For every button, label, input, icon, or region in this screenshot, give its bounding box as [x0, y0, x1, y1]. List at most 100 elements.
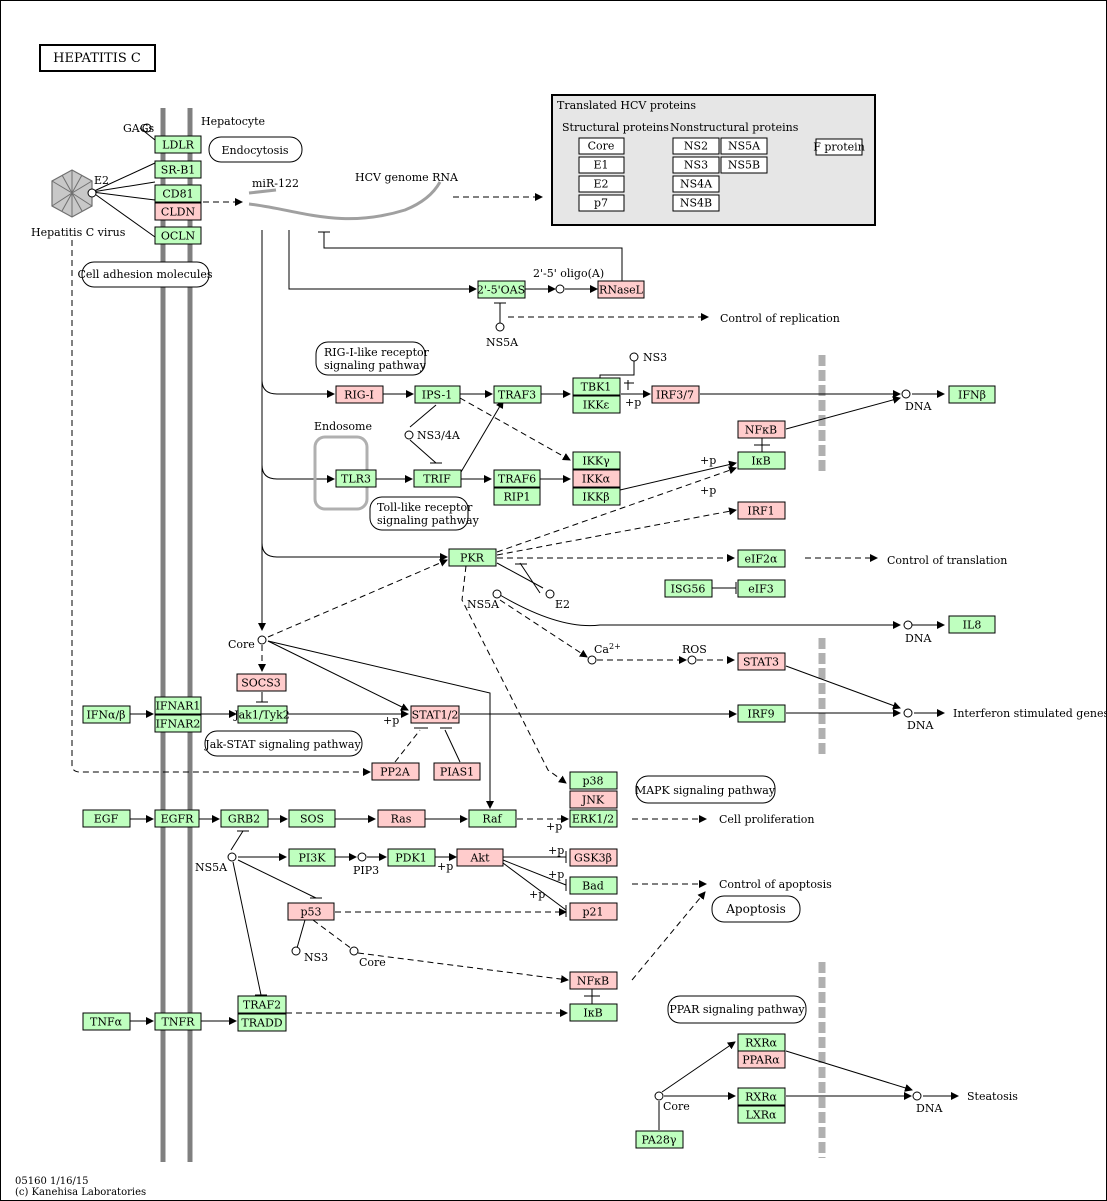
pathway-map-cell-adhesion[interactable]: Cell adhesion molecules [77, 261, 213, 288]
gene-trif[interactable]: TRIF [413, 469, 462, 488]
gene-pa28g[interactable]: PA28γ [635, 1130, 684, 1149]
gene-ifnar2[interactable]: IFNAR2 [154, 714, 202, 733]
gene-ips-1[interactable]: IPS-1 [414, 385, 461, 404]
label-mir-122: miR-122 [252, 177, 299, 190]
gene-ppara[interactable]: PPARα [737, 1050, 786, 1069]
pathway-map-apoptosis[interactable]: Apoptosis [711, 895, 801, 923]
gene-tlr3[interactable]: TLR3 [335, 469, 377, 488]
svg-text:E2: E2 [593, 178, 608, 191]
gene-eif3[interactable]: eIF3 [737, 579, 786, 598]
gene-cldn[interactable]: CLDN [154, 202, 202, 221]
gene-jnk[interactable]: JNK [569, 790, 618, 809]
gene-gsk3b[interactable]: GSK3β [569, 848, 618, 867]
gene-ifnar1[interactable]: IFNAR1 [154, 696, 202, 715]
gene-egfr[interactable]: EGFR [154, 809, 200, 828]
pathway-map-jak-stat[interactable]: Jak-STAT signaling pathway [204, 730, 363, 757]
pathway-map-toll-like[interactable]: Toll-like receptor signaling pathway [369, 496, 480, 531]
label-dna-il8: DNA [905, 632, 932, 645]
gene-ocln[interactable]: OCLN [154, 226, 202, 245]
gene-akt[interactable]: Akt [456, 848, 504, 867]
label-endosome: Endosome [314, 420, 372, 433]
gene-nfkb-2[interactable]: NFκB [569, 971, 618, 990]
gene-rnasel[interactable]: RNaseL [597, 280, 645, 299]
pathway-map-ppar[interactable]: PPAR signaling pathway [667, 995, 807, 1024]
gene-il8[interactable]: IL8 [948, 615, 996, 634]
gene-rip1[interactable]: RIP1 [493, 487, 541, 506]
gene-2-5-oas[interactable]: 2'-5'OAS [477, 280, 526, 299]
gene-pp2a[interactable]: PP2A [371, 762, 420, 781]
gene-raf[interactable]: Raf [468, 809, 517, 828]
gene-irf1[interactable]: IRF1 [737, 501, 786, 520]
pathway-map-mapk[interactable]: MAPK signaling pathway [635, 775, 776, 804]
gene-cd81[interactable]: CD81 [154, 184, 202, 203]
gene-pkr[interactable]: PKR [448, 548, 497, 567]
label-steatosis: Steatosis [967, 1090, 1018, 1103]
gene-rxra-2[interactable]: RXRα [737, 1087, 786, 1106]
gene-tbk1[interactable]: TBK1 [572, 377, 621, 396]
label-p-pdk: +p [437, 860, 453, 873]
gene-ikka[interactable]: IKKα [572, 469, 621, 488]
gene-pi3k[interactable]: PI3K [288, 848, 336, 867]
gene-sos[interactable]: SOS [288, 809, 336, 828]
gene-pdk1[interactable]: PDK1 [387, 848, 436, 867]
svg-text:IPS-1: IPS-1 [422, 389, 452, 402]
gene-stat1-2[interactable]: STAT1/2 [410, 705, 460, 724]
gene-ifna-b[interactable]: IFNα/β [82, 705, 131, 724]
gene-tradd[interactable]: TRADD [237, 1013, 287, 1032]
svg-text:Apoptosis: Apoptosis [725, 902, 785, 916]
pathway-map-endocytosis[interactable]: Endocytosis [208, 136, 303, 163]
compound-nodes [87, 123, 922, 1101]
gene-p21[interactable]: p21 [569, 902, 618, 921]
gene-ras[interactable]: Ras [377, 809, 426, 828]
gene-lxra[interactable]: LXRα [737, 1105, 786, 1124]
svg-text:TRADD: TRADD [241, 1017, 282, 1030]
label-p-p21: +p [529, 888, 545, 901]
gene-p38[interactable]: p38 [569, 771, 618, 790]
gene-irf3-7[interactable]: IRF3/7 [651, 385, 700, 404]
pathway-map-rig-i-like[interactable]: RIG-I-like receptor signaling pathway [315, 341, 430, 376]
svg-text:F protein: F protein [813, 141, 865, 154]
gene-rig-i[interactable]: RIG-I [335, 385, 384, 404]
gene-ldlr[interactable]: LDLR [154, 135, 202, 154]
svg-text:signaling pathway: signaling pathway [324, 359, 427, 372]
gene-jak1-tyk2[interactable]: Jak1/Tyk2 [233, 705, 290, 724]
gene-erk1-2[interactable]: ERK1/2 [569, 809, 618, 828]
gene-sr-b1[interactable]: SR-B1 [154, 160, 202, 179]
gene-isg56[interactable]: ISG56 [664, 579, 713, 598]
gene-tnfa[interactable]: TNFα [82, 1012, 131, 1031]
gene-traf3[interactable]: TRAF3 [493, 385, 542, 404]
gene-p53[interactable]: p53 [287, 902, 335, 921]
label-ns3-tbk: NS3 [643, 351, 667, 364]
svg-text:SOS: SOS [300, 813, 324, 826]
svg-text:p53: p53 [300, 906, 321, 919]
gene-ikkb[interactable]: IKKβ [572, 487, 621, 506]
svg-text:IRF1: IRF1 [747, 505, 774, 518]
gene-pias1[interactable]: PIAS1 [433, 762, 481, 781]
svg-text:IRF3/7: IRF3/7 [656, 389, 694, 402]
gene-irf9[interactable]: IRF9 [737, 704, 786, 723]
gene-ikkg[interactable]: IKKγ [572, 451, 621, 470]
gene-tnfr[interactable]: TNFR [154, 1012, 202, 1031]
svg-text:CD81: CD81 [162, 188, 193, 201]
gene-eif2a[interactable]: eIF2α [737, 549, 786, 568]
gene-traf6[interactable]: TRAF6 [493, 469, 541, 488]
gene-ifnb[interactable]: IFNβ [948, 385, 996, 404]
gene-bad[interactable]: Bad [569, 876, 618, 895]
gene-ikb-1[interactable]: IκB [737, 451, 786, 470]
svg-text:IκB: IκB [751, 455, 770, 468]
gene-nfkb-1[interactable]: NFκB [737, 420, 786, 439]
gene-rxra-1[interactable]: RXRα [737, 1033, 786, 1052]
label-ros: ROS [682, 643, 707, 656]
gene-ikke[interactable]: IKKε [572, 395, 621, 414]
gene-egf[interactable]: EGF [82, 809, 131, 828]
label-p-irf: +p [625, 396, 641, 409]
svg-text:IFNAR1: IFNAR1 [156, 700, 201, 713]
gene-ikb-2[interactable]: IκB [569, 1003, 618, 1022]
hcv-nonstructural-protein: NS5A [720, 137, 768, 155]
gene-traf2[interactable]: TRAF2 [237, 995, 287, 1014]
gene-stat3[interactable]: STAT3 [737, 652, 786, 671]
gene-grb2[interactable]: GRB2 [220, 809, 269, 828]
gene-socs3[interactable]: SOCS3 [236, 673, 287, 692]
svg-text:PA28γ: PA28γ [642, 1134, 677, 1147]
